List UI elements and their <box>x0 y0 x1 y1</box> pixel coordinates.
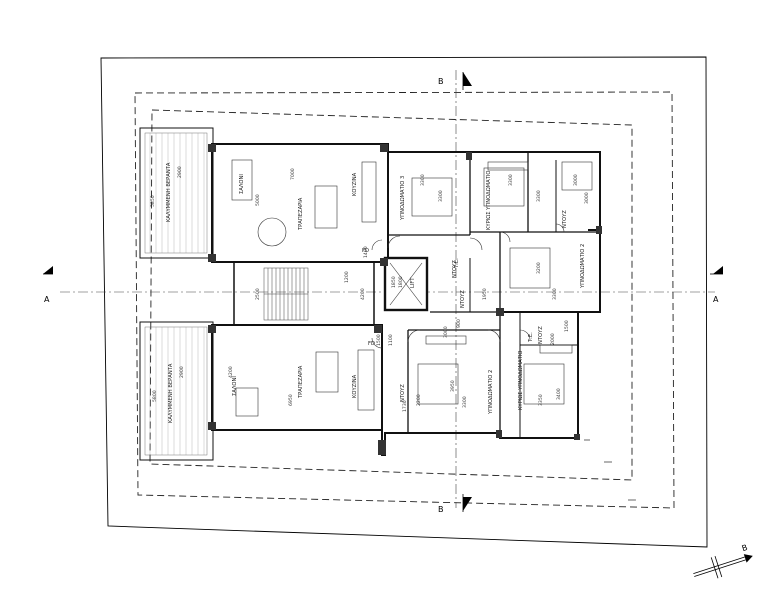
svg-text:4200: 4200 <box>360 288 366 300</box>
svg-text:1500: 1500 <box>564 320 570 332</box>
fd-bottom-label: FD <box>368 341 375 347</box>
svg-text:1730: 1730 <box>402 400 408 412</box>
svg-text:ΚΑΛΥΜΜΕΝΗ ΒΕΡΑΝΤΑ: ΚΑΛΥΜΜΕΝΗ ΒΕΡΑΝΤΑ <box>166 162 172 222</box>
svg-text:B: B <box>438 77 444 86</box>
bedroom3-label: ΥΠΝΟΔΩΜΑΤΙΟ 3 <box>400 176 406 221</box>
section-mark-b-top: B <box>438 72 472 90</box>
svg-text:3000: 3000 <box>573 174 579 186</box>
kitchen-bottom-label: ΚΟΥΖΙΝΑ <box>352 374 358 398</box>
lift-label: LIFT <box>410 277 416 288</box>
living-bottom-label: ΣΑΛΟΝΙ <box>232 376 238 396</box>
setback-ticks <box>584 439 636 501</box>
bedroom2-top-label: ΥΠΝΟΔΩΜΑΤΙΟ 2 <box>580 244 586 289</box>
svg-text:B: B <box>438 505 444 514</box>
svg-text:2900: 2900 <box>177 166 183 178</box>
furniture <box>231 159 593 417</box>
svg-text:1100: 1100 <box>388 334 394 346</box>
section-mark-a-right: A <box>710 266 723 304</box>
svg-text:7000: 7000 <box>290 168 296 180</box>
master-top-label: ΚΥΡΙΩΣ ΥΠΝΟΔΩΜΑΤΙΟ <box>486 171 492 230</box>
svg-text:1800: 1800 <box>398 276 404 288</box>
svg-text:2500: 2500 <box>255 288 261 300</box>
veranda-top: ΚΑΛΥΜΜΕΝΗ ΒΕΡΑΝΤΑ 2900 5850 <box>139 127 214 259</box>
door-swings <box>371 223 565 349</box>
north-arrow: B <box>693 543 753 579</box>
shower-bottom-label: ΝΤΟΥΖ <box>400 384 406 402</box>
svg-text:3300: 3300 <box>508 174 514 186</box>
svg-text:1850: 1850 <box>391 276 397 288</box>
shower-top-label: ΝΤΟΥΖ <box>562 210 568 228</box>
svg-text:1200: 1200 <box>344 271 350 283</box>
setback-outer <box>134 91 675 509</box>
svg-text:3300: 3300 <box>462 396 468 408</box>
te-bottom-label: Τ.Ε. <box>528 332 534 343</box>
veranda-bottom: ΚΑΛΥΜΜΕΝΗ ΒΕΡΑΝΤΑ 2900 5800 <box>139 321 214 461</box>
kitchen-top-label: ΚΟΥΖΙΝΑ <box>352 172 358 196</box>
room-labels: ΣΑΛΟΝΙ ΤΡΑΠΕΖΑΡΙΑ ΚΟΥΖΙΝΑ ΥΠΝΟΔΩΜΑΤΙΟ 3 … <box>232 171 586 415</box>
svg-text:3000: 3000 <box>584 192 590 204</box>
svg-text:2900: 2900 <box>179 366 185 378</box>
master-bottom-label: ΚΥΡΙΩΣ ΥΠΝΟΔΩΜΑΤΙΟ <box>518 351 524 410</box>
dining-bottom-label: ΤΡΑΠΕΖΑΡΙΑ <box>298 365 304 399</box>
living-top-label: ΣΑΛΟΝΙ <box>239 174 245 194</box>
svg-text:6950: 6950 <box>288 394 294 406</box>
svg-text:5800: 5800 <box>152 390 158 402</box>
dimension-labels: 5000 7000 3300 3300 3300 3300 3000 3000 … <box>228 168 590 412</box>
svg-text:3300: 3300 <box>552 288 558 300</box>
bedroom2-bottom-label: ΥΠΝΟΔΩΜΑΤΙΟ 2 <box>488 370 494 415</box>
svg-text:A: A <box>713 295 719 304</box>
plot-boundary <box>100 56 708 548</box>
wc-top-label: ΝΤΟΥΖ <box>452 260 458 278</box>
svg-text:A: A <box>44 295 50 304</box>
svg-text:ΚΑΛΥΜΜΕΝΗ ΒΕΡΑΝΤΑ: ΚΑΛΥΜΜΕΝΗ ΒΕΡΑΝΤΑ <box>168 363 174 423</box>
section-mark-a-left: A <box>43 266 53 304</box>
svg-text:4200: 4200 <box>228 366 234 378</box>
shower-bottom2-label: ΝΤΟΥΖ <box>538 326 544 344</box>
svg-text:1400: 1400 <box>363 246 369 258</box>
building-walls <box>208 143 602 456</box>
fd-top-label: FD <box>362 248 369 254</box>
wc-mid-label: ΝΤΟΥΖ <box>460 290 466 308</box>
svg-text:2200: 2200 <box>416 394 422 406</box>
staircase <box>263 267 309 321</box>
svg-text:3000: 3000 <box>443 326 449 338</box>
dining-top-label: ΤΡΑΠΕΖΑΡΙΑ <box>298 197 304 231</box>
svg-text:900: 900 <box>456 319 462 328</box>
svg-text:5850: 5850 <box>150 195 156 207</box>
svg-text:3400: 3400 <box>556 388 562 400</box>
svg-text:5000: 5000 <box>255 194 261 206</box>
svg-text:3350: 3350 <box>538 394 544 406</box>
svg-text:3950: 3950 <box>450 380 456 392</box>
section-mark-b-bottom: B <box>438 494 472 514</box>
te-top-label: Τ.Ε. <box>454 258 460 269</box>
setback-inner <box>149 109 633 481</box>
svg-text:1950: 1950 <box>482 288 488 300</box>
svg-text:1500: 1500 <box>376 334 382 346</box>
svg-text:3200: 3200 <box>536 262 542 274</box>
svg-text:3300: 3300 <box>438 190 444 202</box>
svg-text:3300: 3300 <box>420 174 426 186</box>
svg-text:3300: 3300 <box>536 190 542 202</box>
svg-text:2000: 2000 <box>550 333 556 345</box>
svg-text:B: B <box>741 543 749 553</box>
